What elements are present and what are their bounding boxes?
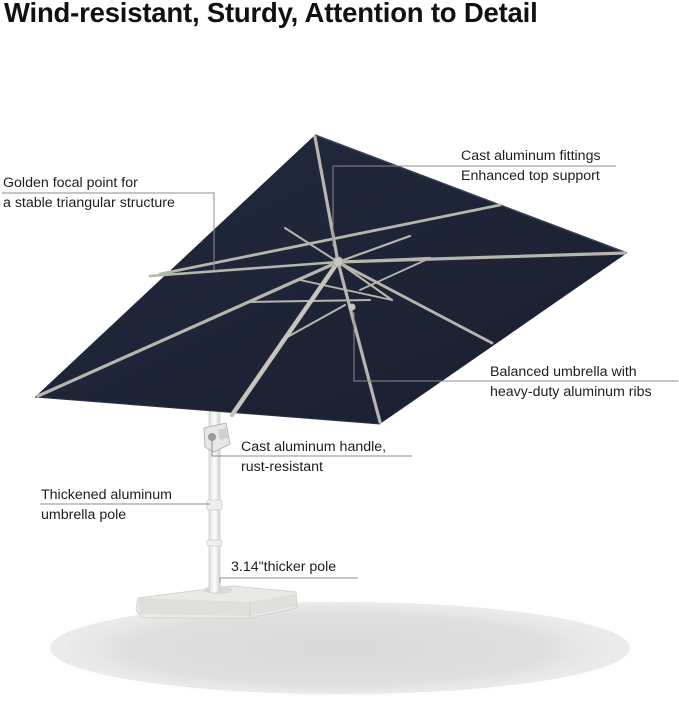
callout-handle-line1: Cast aluminum handle, <box>241 439 387 455</box>
callout-pole-line1: Thickened aluminum <box>41 487 172 503</box>
callout-pole-line2: umbrella pole <box>41 507 127 523</box>
callout-pole: Thickened aluminum umbrella pole <box>41 485 172 525</box>
callout-ribs-line2: heavy-duty aluminum ribs <box>490 384 652 400</box>
callout-fittings: Cast aluminum fittings Enhanced top supp… <box>461 146 601 186</box>
callout-thicker-pole: 3.14"thicker pole <box>231 557 336 577</box>
canopy-ribs <box>36 135 627 424</box>
callout-fittings-line2: Enhanced top support <box>461 168 600 184</box>
callout-thick-line1: 3.14"thicker pole <box>231 559 337 575</box>
umbrella-arm <box>229 256 356 418</box>
ground-shadow-core <box>50 602 630 694</box>
callout-focal-line1: Golden focal point for <box>3 175 138 191</box>
callout-focal-point: Golden focal point for a stable triangul… <box>3 173 175 213</box>
page-title: Wind-resistant, Sturdy, Attention to Det… <box>4 0 538 28</box>
callout-handle-line2: rust-resistant <box>241 459 323 475</box>
callout-leaders <box>2 165 678 583</box>
callout-fittings-line1: Cast aluminum fittings <box>461 148 601 164</box>
crank-handle <box>203 422 231 453</box>
callout-ribs: Balanced umbrella with heavy-duty alumin… <box>490 362 652 402</box>
umbrella-canopy <box>34 134 628 425</box>
callout-handle: Cast aluminum handle, rust-resistant <box>241 437 386 477</box>
callout-ribs-line1: Balanced umbrella with <box>490 364 637 380</box>
callout-focal-line2: a stable triangular structure <box>3 195 175 211</box>
